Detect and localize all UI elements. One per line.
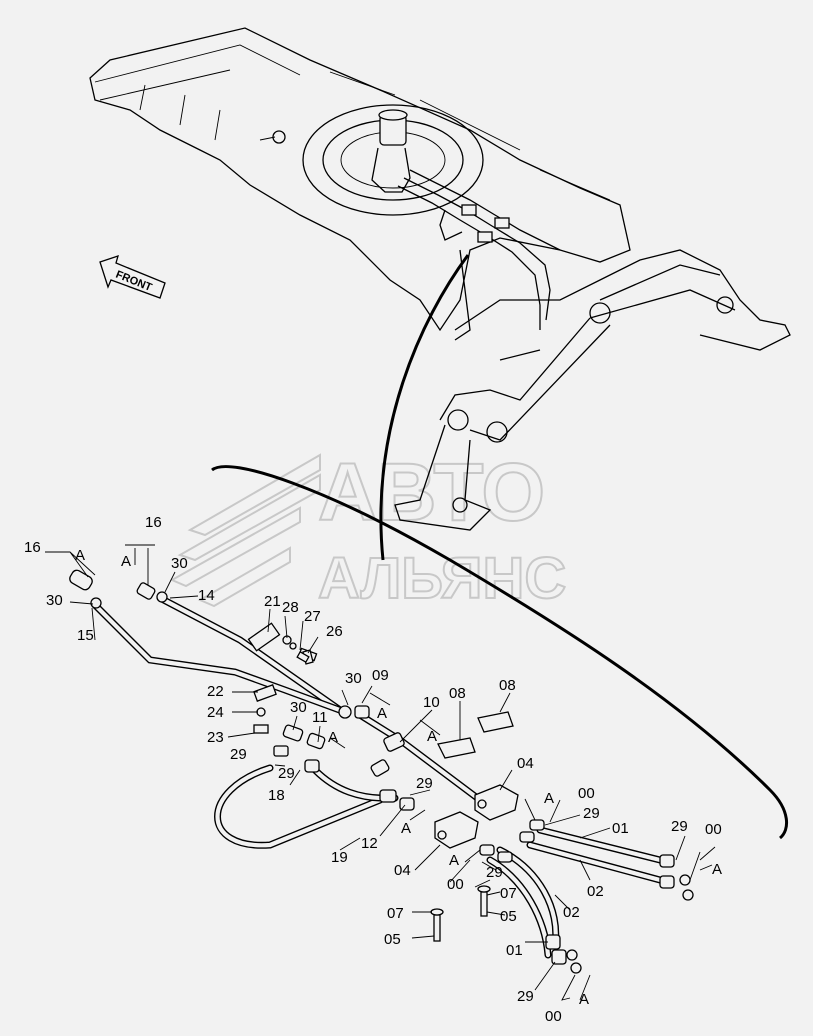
- callout-29: 29: [416, 775, 433, 792]
- callout-29: 29: [486, 864, 503, 881]
- callout-15: 15: [77, 627, 94, 644]
- callout-29: 29: [230, 746, 247, 763]
- callout-02: 02: [587, 883, 604, 900]
- callout-12: 12: [361, 835, 378, 852]
- watermark: АВТО АЛЬЯНС: [169, 446, 567, 612]
- callout-16: 16: [145, 514, 162, 531]
- machine-frame-drawing: [89, 27, 791, 531]
- callout-08: 08: [449, 685, 466, 702]
- callout-26: 26: [326, 623, 343, 640]
- callout-28: 28: [282, 599, 299, 616]
- callout-30: 30: [345, 670, 362, 687]
- callout-05: 05: [500, 908, 517, 925]
- callout-24: 24: [207, 704, 224, 721]
- front-arrow-label: FRONT: [114, 269, 154, 294]
- callout-30: 30: [46, 592, 63, 609]
- callouts: 16 16 A A 30 30 15 14 21 28 27 26 22 24 …: [24, 514, 722, 1025]
- callout-00: 00: [705, 821, 722, 838]
- callout-14: 14: [198, 587, 215, 604]
- front-arrow: FRONT: [99, 254, 166, 299]
- callout-21: 21: [264, 593, 281, 610]
- callout-29: 29: [517, 988, 534, 1005]
- callout-a: A: [712, 861, 722, 878]
- callout-30: 30: [171, 555, 188, 572]
- callout-29: 29: [583, 805, 600, 822]
- callout-a: A: [579, 991, 589, 1008]
- callout-a: A: [75, 547, 85, 564]
- callout-01: 01: [506, 942, 523, 959]
- callout-04: 04: [517, 755, 534, 772]
- callout-23: 23: [207, 729, 224, 746]
- callout-07: 07: [500, 885, 517, 902]
- callout-01: 01: [612, 820, 629, 837]
- callout-07: 07: [387, 905, 404, 922]
- callout-29: 29: [278, 765, 295, 782]
- callout-00: 00: [578, 785, 595, 802]
- callout-05: 05: [384, 931, 401, 948]
- callout-29: 29: [671, 818, 688, 835]
- callout-16: 16: [24, 539, 41, 556]
- callout-04: 04: [394, 862, 411, 879]
- callout-08: 08: [499, 677, 516, 694]
- callout-19: 19: [331, 849, 348, 866]
- callout-a: A: [328, 729, 338, 746]
- watermark-logo: [169, 453, 321, 608]
- callout-10: 10: [423, 694, 440, 711]
- callout-00: 00: [447, 876, 464, 893]
- fittings: [69, 569, 694, 974]
- detail-leader-curve: [379, 254, 470, 561]
- callout-09: 09: [372, 667, 389, 684]
- callout-a: A: [449, 852, 459, 869]
- callout-27: 27: [304, 608, 321, 625]
- watermark-line1: АВТО: [318, 447, 545, 538]
- callout-22: 22: [207, 683, 224, 700]
- leader-lines: [45, 544, 716, 1001]
- callout-a: A: [377, 705, 387, 722]
- callout-a: A: [427, 728, 437, 745]
- callout-02: 02: [563, 904, 580, 921]
- callout-a: A: [121, 553, 131, 570]
- callout-18: 18: [268, 787, 285, 804]
- callout-a: A: [544, 790, 554, 807]
- callout-00: 00: [545, 1008, 562, 1025]
- callout-30: 30: [290, 699, 307, 716]
- detail-boundary-curve: [211, 465, 789, 840]
- callout-a: A: [401, 820, 411, 837]
- callout-11: 11: [312, 709, 328, 726]
